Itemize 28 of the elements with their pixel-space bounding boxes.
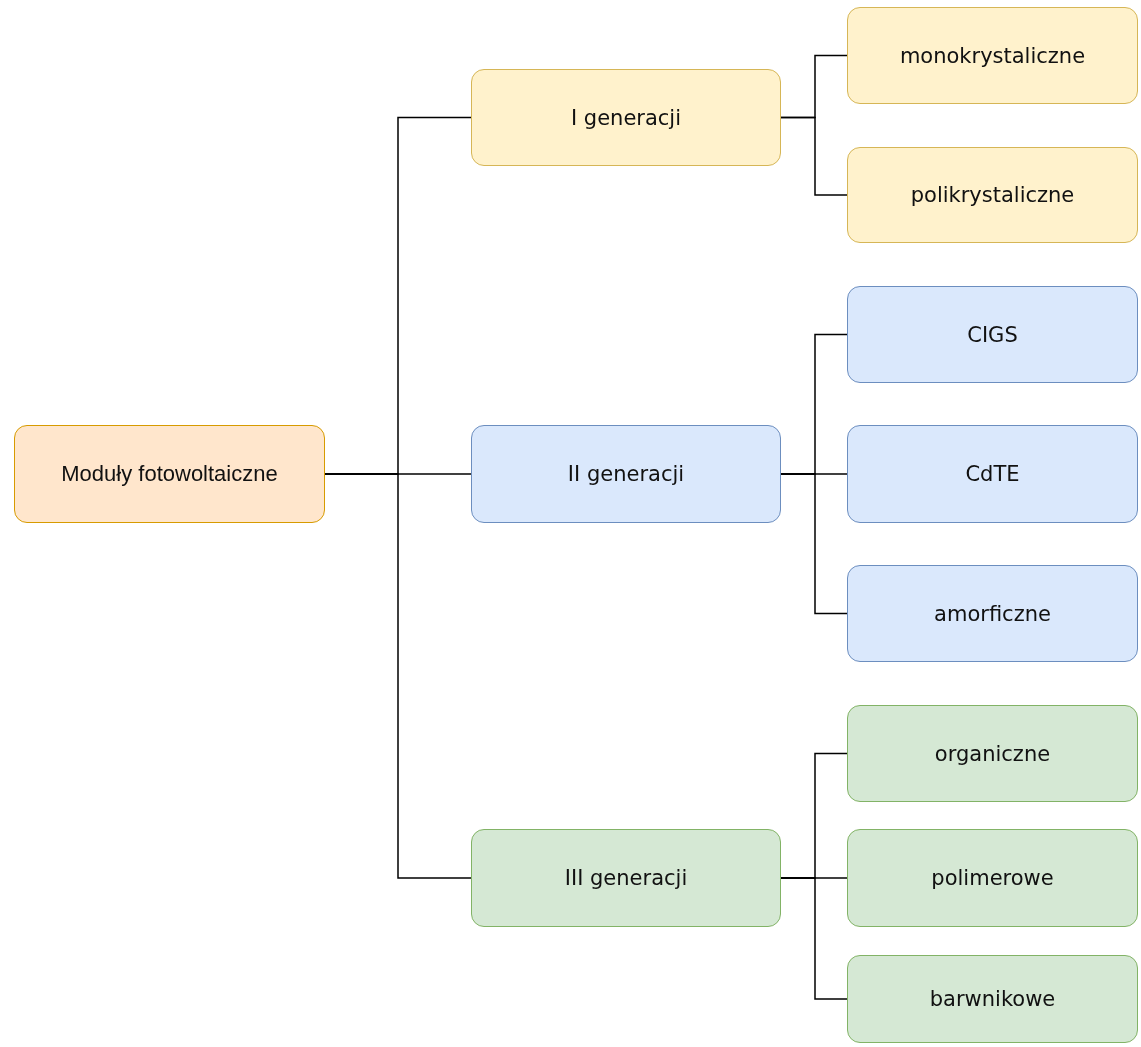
- box-label: CdTE: [965, 462, 1020, 486]
- category-box: [847, 565, 1138, 662]
- category-box: [847, 147, 1138, 243]
- category-box: [847, 7, 1138, 104]
- connector-line: [324, 473, 472, 879]
- box-label: II generacji: [567, 462, 685, 486]
- connector-line: [780, 877, 848, 1000]
- category-box: [14, 425, 325, 523]
- box-label: I generacji: [570, 105, 682, 130]
- box-label: polimerowe: [931, 866, 1054, 890]
- category-box: [847, 829, 1138, 927]
- box-label: monokrystaliczne: [899, 43, 1086, 68]
- box-label: III generacji: [564, 866, 688, 890]
- category-box: [847, 705, 1138, 802]
- category-box: [471, 69, 781, 166]
- box-label: barwnikowe: [929, 987, 1056, 1011]
- connector-line: [780, 116, 848, 196]
- box-label: organiczne: [934, 741, 1051, 766]
- box-label: CIGS: [967, 322, 1018, 347]
- box-label: Moduły fotowoltaiczne: [61, 461, 278, 487]
- category-box: [471, 829, 781, 927]
- connector-line: [780, 473, 848, 615]
- category-box: [847, 425, 1138, 523]
- box-label: amorficzne: [934, 601, 1051, 626]
- category-box: [847, 286, 1138, 383]
- box-label: polikrystaliczne: [910, 183, 1075, 207]
- category-box: [471, 425, 781, 523]
- category-box: [847, 955, 1138, 1043]
